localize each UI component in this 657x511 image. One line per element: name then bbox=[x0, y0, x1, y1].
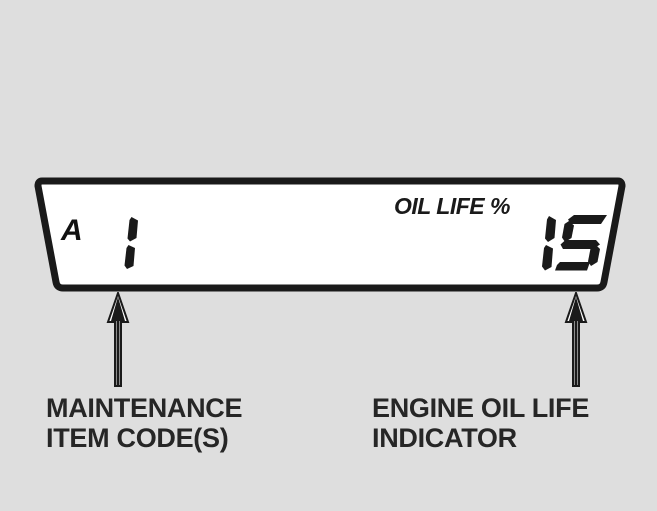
digit-one bbox=[542, 216, 556, 271]
maintenance-code-letter: A bbox=[61, 214, 83, 247]
caption-maintenance-item-codes: MAINTENANCE ITEM CODE(S) bbox=[46, 393, 243, 453]
up-arrow-icon bbox=[564, 289, 588, 387]
up-arrow-icon bbox=[106, 289, 130, 387]
oil-life-label: OIL LIFE % bbox=[394, 193, 510, 219]
callout-arrow-maintenance-code bbox=[104, 289, 132, 392]
seven-segment-value-fifteen bbox=[542, 215, 607, 271]
callout-arrow-oil-life bbox=[562, 289, 590, 392]
maintenance-minder-display: A OIL LIFE % bbox=[30, 170, 630, 298]
digit-five bbox=[555, 215, 607, 271]
display-bezel-shape bbox=[34, 177, 626, 292]
caption-engine-oil-life-indicator: ENGINE OIL LIFE INDICATOR bbox=[372, 393, 590, 453]
seven-segment-digit-one bbox=[124, 217, 138, 269]
